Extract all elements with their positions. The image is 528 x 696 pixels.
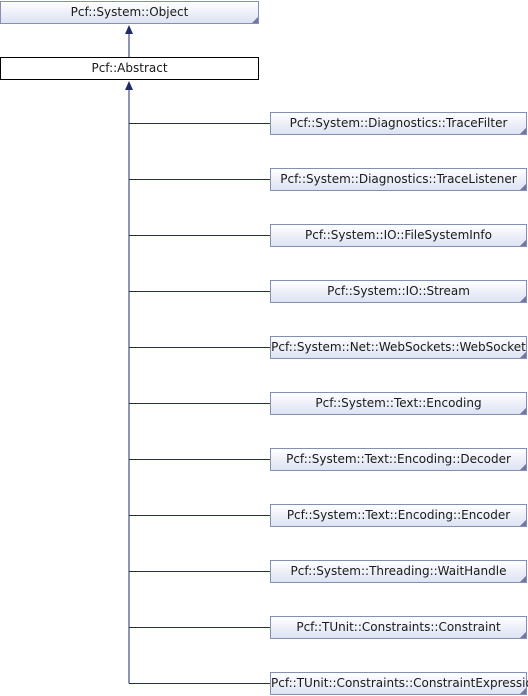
node-label: Pcf::System::Net::WebSockets::WebSocket <box>271 340 526 354</box>
corner-fold-icon <box>520 576 526 582</box>
node-derived-class[interactable]: Pcf::System::Net::WebSockets::WebSocket <box>270 336 527 359</box>
node-derived-class[interactable]: Pcf::TUnit::Constraints::ConstraintExpre… <box>270 672 528 695</box>
node-label: Pcf::System::IO::Stream <box>327 284 470 298</box>
node-label: Pcf::TUnit::Constraints::ConstraintExpre… <box>271 676 528 690</box>
node-label: Pcf::Abstract <box>91 61 168 75</box>
corner-fold-icon <box>520 464 526 470</box>
corner-fold-icon <box>520 352 526 358</box>
node-derived-class[interactable]: Pcf::System::Text::Encoding <box>270 392 527 415</box>
node-label: Pcf::System::IO::FileSystemInfo <box>305 228 492 242</box>
node-derived-class[interactable]: Pcf::System::IO::FileSystemInfo <box>270 224 527 247</box>
node-label: Pcf::System::Threading::WaitHandle <box>290 564 507 578</box>
node-label: Pcf::System::Text::Encoding <box>315 396 482 410</box>
node-derived-class[interactable]: Pcf::System::Text::Encoding::Encoder <box>270 504 527 527</box>
node-label: Pcf::System::Object <box>70 5 189 19</box>
node-label: Pcf::System::Diagnostics::TraceFilter <box>289 116 508 130</box>
corner-fold-icon <box>520 184 526 190</box>
node-label: Pcf::System::Text::Encoding::Encoder <box>286 508 511 522</box>
node-label: Pcf::TUnit::Constraints::Constraint <box>296 620 501 634</box>
corner-fold-icon <box>520 688 526 694</box>
corner-fold-icon <box>520 128 526 134</box>
node-derived-class[interactable]: Pcf::System::Threading::WaitHandle <box>270 560 527 583</box>
corner-fold-icon <box>520 408 526 414</box>
inheritance-arrow-icon <box>125 25 133 34</box>
node-derived-class[interactable]: Pcf::System::Text::Encoding::Decoder <box>270 448 527 471</box>
node-label: Pcf::System::Diagnostics::TraceListener <box>280 172 517 186</box>
node-derived-class[interactable]: Pcf::System::Diagnostics::TraceListener <box>270 168 527 191</box>
corner-fold-icon <box>520 240 526 246</box>
node-derived-class[interactable]: Pcf::System::Diagnostics::TraceFilter <box>270 112 527 135</box>
node-system-object[interactable]: Pcf::System::Object <box>0 1 259 24</box>
inheritance-arrow-icon <box>125 81 133 90</box>
node-derived-class[interactable]: Pcf::System::IO::Stream <box>270 280 527 303</box>
node-label: Pcf::System::Text::Encoding::Decoder <box>286 452 511 466</box>
corner-fold-icon <box>520 520 526 526</box>
corner-fold-icon <box>520 632 526 638</box>
node-derived-class[interactable]: Pcf::TUnit::Constraints::Constraint <box>270 616 527 639</box>
corner-fold-icon <box>252 17 258 23</box>
corner-fold-icon <box>520 296 526 302</box>
node-abstract: Pcf::Abstract <box>0 57 259 80</box>
